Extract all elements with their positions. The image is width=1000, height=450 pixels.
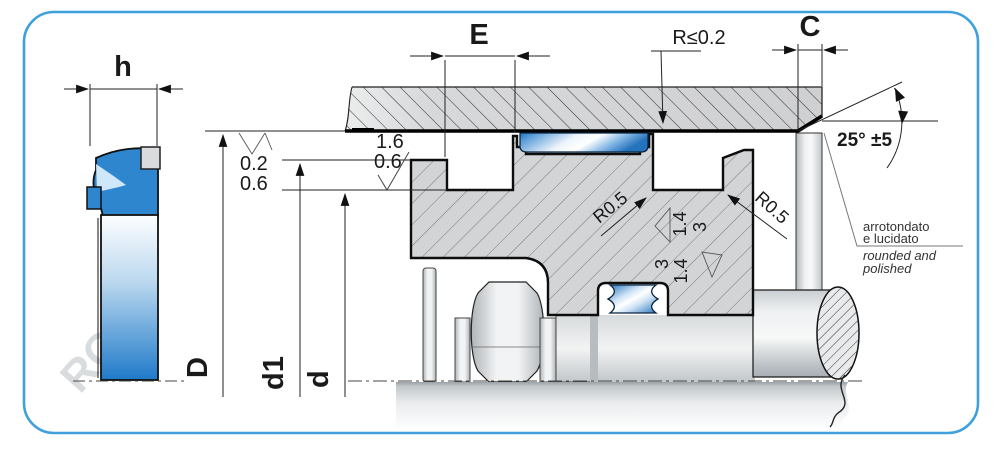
dim-E — [410, 51, 550, 157]
roughness-bore-dim-lower: 0.6 — [240, 173, 268, 195]
sleeve-edge-band — [590, 315, 600, 382]
roughness-groove-floor-grade: 3 — [652, 259, 672, 269]
washer-right — [539, 317, 557, 383]
finish-note-en-line1: rounded and — [863, 248, 937, 263]
roughness-groove-floor-value: 1.4 — [671, 258, 691, 283]
roughness-groove-wall-grade: 3 — [690, 222, 710, 232]
retainer-plate — [422, 267, 437, 383]
seal-profile-lip — [96, 164, 126, 192]
seal-profile-view — [73, 146, 186, 382]
roughness-groove-wall-value: 1.4 — [670, 211, 690, 236]
dim-E-label: E — [469, 19, 488, 51]
dim-d-label: d — [303, 370, 335, 388]
seal-profile-tab — [86, 186, 102, 210]
dim-D-label: D — [182, 357, 214, 378]
roughness-piston-od: 0.6 — [374, 151, 410, 191]
finish-note-en-line2: polished — [862, 261, 912, 276]
cylinder-wall — [344, 86, 823, 133]
roughness-groove-wall: 1.4 3 — [654, 206, 710, 244]
dim-h — [64, 84, 183, 146]
finish-note-it-line1: arrotondato — [863, 219, 930, 234]
backup-ring — [140, 146, 161, 170]
break-line — [829, 374, 846, 428]
dim-d1-label: d1 — [258, 356, 290, 390]
chamfer-angle-label: 25° ±5 — [837, 130, 892, 151]
rod-under-piston — [598, 315, 755, 382]
cylinder-wall-edge — [352, 86, 823, 117]
finish-note-it-line2: e lucidato — [863, 231, 919, 246]
rod-vertical — [795, 132, 823, 291]
piston-nut — [470, 281, 545, 383]
dim-d1 — [282, 159, 411, 397]
seal-profile-lower — [100, 214, 159, 381]
roughness-bore: 1.6 — [352, 128, 404, 153]
corner-radius-note — [651, 50, 701, 125]
dim-h-label: h — [114, 51, 132, 83]
corner-radius-label: R≤0.2 — [672, 27, 725, 49]
finish-note: arrotondato e lucidato rounded and polis… — [823, 132, 963, 276]
piston-seal-bottom — [606, 284, 660, 314]
dim-d — [282, 189, 447, 397]
page-border — [22, 10, 980, 435]
rod-assembly-3d — [396, 132, 860, 428]
rod-shaft-3d — [396, 382, 849, 427]
dim-C — [772, 44, 848, 129]
cylinder-wall-break-edge — [344, 86, 353, 132]
roughness-bore-value: 1.6 — [376, 131, 404, 153]
rod-end-cap-hatch — [817, 287, 859, 379]
piston-seal-top — [519, 132, 649, 153]
roughness-piston-od-value: 0.6 — [374, 151, 402, 173]
dim-C-label: C — [800, 11, 821, 43]
washer-left — [454, 317, 471, 383]
roughness-bore-dim: 0.2 0.6 — [238, 132, 273, 195]
roughness-bore-dim-upper: 0.2 — [240, 153, 268, 175]
dim-D — [205, 130, 345, 397]
groove-radius-right-label: R0.5 — [751, 187, 793, 227]
roughness-groove-floor: 3 1.4 — [652, 251, 723, 284]
chamfer-angle — [797, 81, 938, 169]
